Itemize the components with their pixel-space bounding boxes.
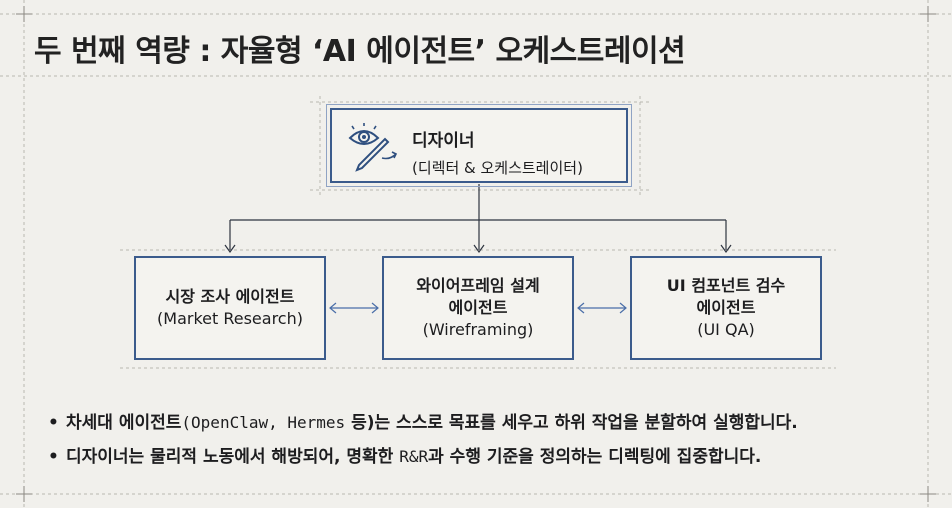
eye-pen-icon bbox=[348, 123, 398, 172]
agent-market-research: 시장 조사 에이전트 (Market Research) bbox=[134, 256, 326, 360]
down-arrowheads bbox=[224, 244, 732, 254]
agent-title: 시장 조사 에이전트 bbox=[165, 287, 295, 306]
agent-subtitle: (Wireframing) bbox=[422, 320, 534, 339]
bullet-item: 디자이너는 물리적 노동에서 해방되어, 명확한 R&R과 수행 기준을 정의하… bbox=[48, 440, 798, 474]
bidirectional-arrows bbox=[329, 302, 627, 314]
agent-title-2: 에이전트 bbox=[696, 298, 756, 317]
agent-subtitle: (Market Research) bbox=[157, 309, 303, 328]
agent-ui-qa: UI 컴포넌트 검수 에이전트 (UI QA) bbox=[630, 256, 822, 360]
bullet-text: 과 수행 기준을 정의하는 디렉팅에 집중합니다. bbox=[428, 447, 762, 467]
bullet-code: (OpenClaw, Hermes bbox=[181, 413, 346, 432]
bullet-list: 차세대 에이전트(OpenClaw, Hermes 등)는 스스로 목표를 세우… bbox=[48, 406, 798, 474]
bullet-code: R&R bbox=[399, 447, 429, 466]
page-title: 두 번째 역량 : 자율형 ‘AI 에이전트’ 오케스트레이션 bbox=[34, 34, 686, 69]
designer-node: 디자이너 (디렉터 & 오케스트레이터) bbox=[326, 104, 632, 187]
agent-title: 와이어프레임 설계 bbox=[416, 276, 540, 295]
bullet-item: 차세대 에이전트(OpenClaw, Hermes 등)는 스스로 목표를 세우… bbox=[48, 406, 798, 440]
designer-name: 디자이너 bbox=[412, 131, 475, 151]
designer-role: (디렉터 & 오케스트레이터) bbox=[412, 159, 583, 177]
agent-title: UI 컴포넌트 검수 bbox=[666, 276, 786, 295]
connector-lines bbox=[229, 184, 727, 250]
agent-title-2: 에이전트 bbox=[448, 298, 508, 317]
agent-subtitle: (UI QA) bbox=[697, 320, 755, 339]
agent-wireframing: 와이어프레임 설계 에이전트 (Wireframing) bbox=[382, 256, 574, 360]
bullet-text: 등)는 스스로 목표를 세우고 하위 작업을 분할하여 실행합니다. bbox=[345, 413, 798, 433]
bullet-text: 디자이너는 물리적 노동에서 해방되어, 명확한 bbox=[66, 447, 400, 467]
bullet-text: 차세대 에이전트 bbox=[66, 413, 182, 433]
